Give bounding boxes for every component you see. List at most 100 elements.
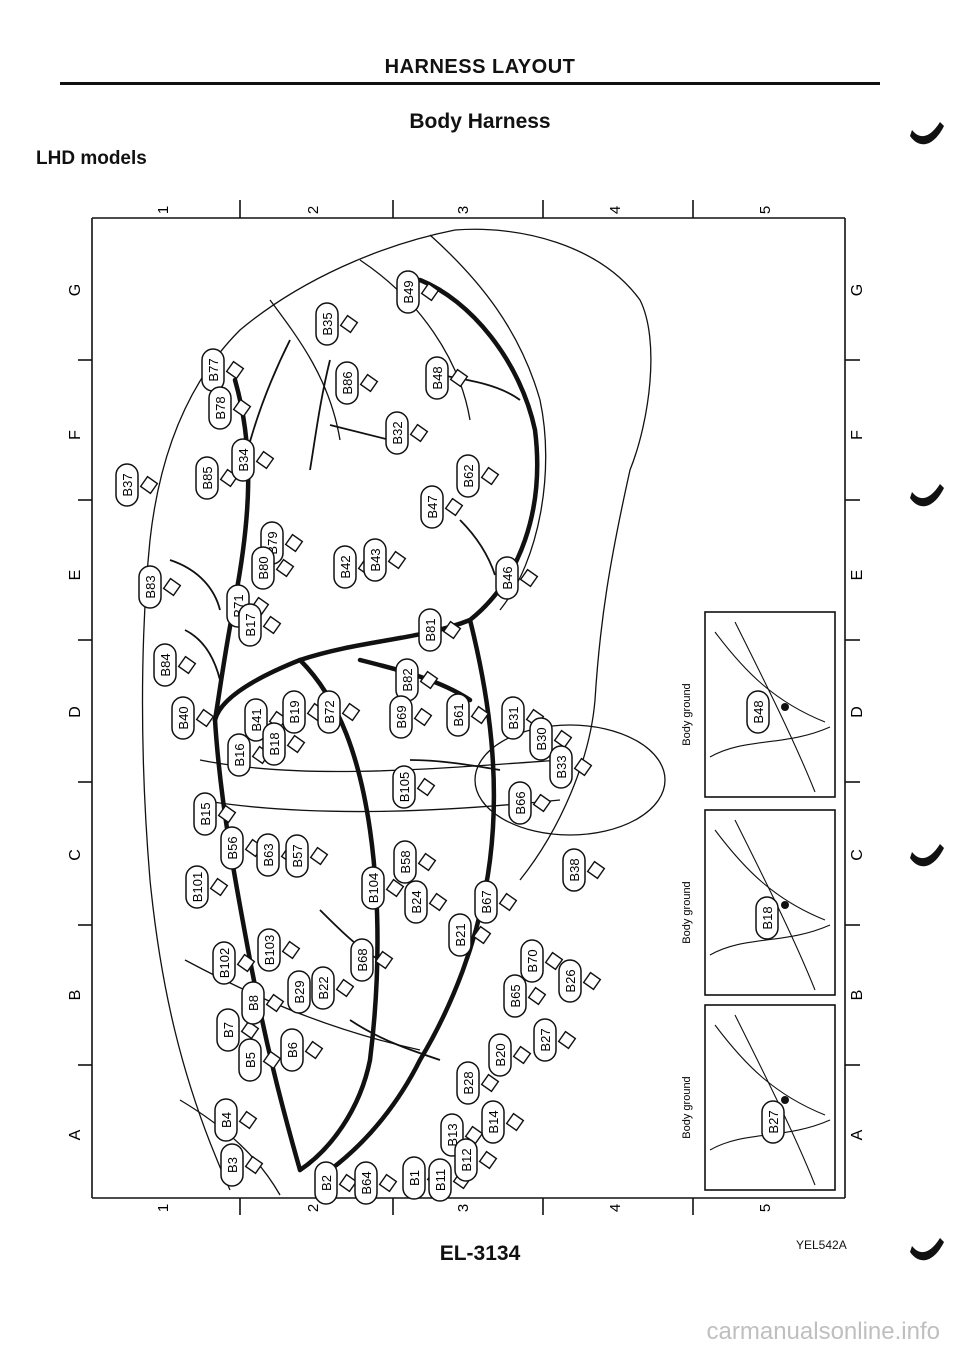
connector-label: B63 [261, 843, 276, 866]
connector-b78: B78 [208, 386, 232, 430]
model-label: LHD models [36, 148, 147, 169]
connector-b16: B16 [227, 733, 251, 777]
connector-label: B62 [461, 464, 476, 487]
inset-caption: Body ground [681, 683, 693, 745]
connector-b21: B21 [448, 913, 472, 957]
connector-label: B77 [206, 358, 221, 381]
grid-frame [78, 200, 860, 1215]
connector-label: B34 [236, 448, 251, 471]
connector-label: B20 [493, 1043, 508, 1066]
page-number: EL-3134 [439, 1242, 521, 1265]
figure-id: YEL542A [796, 1238, 847, 1252]
connector-b22: B22 [311, 966, 335, 1010]
connector-b43: B43 [363, 538, 387, 582]
connector-b31: B31 [501, 696, 525, 740]
connector-label: B83 [143, 575, 158, 598]
inset-b48: B48 Body ground [681, 611, 836, 798]
connector-label: B81 [423, 618, 438, 641]
inset-caption: Body ground [681, 1076, 693, 1138]
connector-b47: B47 [420, 485, 444, 529]
connector-label: B18 [267, 732, 282, 755]
grid-col-label: 1 [155, 206, 172, 214]
inset-connector-label: B48 [751, 700, 766, 723]
grid-col-label: 4 [607, 206, 624, 214]
page-title: HARNESS LAYOUT [384, 56, 576, 78]
connector-label: B85 [200, 466, 215, 489]
connector-b65: B65 [503, 974, 527, 1018]
connector-b5: B5 [238, 1038, 262, 1082]
grid-row-label: E [849, 570, 866, 581]
connector-b42: B42 [333, 545, 357, 589]
grid-row-label: A [849, 1129, 866, 1140]
connector-b24: B24 [404, 880, 428, 924]
connector-label: B28 [461, 1071, 476, 1094]
connector-b80: B80 [251, 546, 275, 590]
connector-b84: B84 [153, 643, 177, 687]
connector-label: B4 [219, 1112, 234, 1128]
inset-connector: B48 [746, 690, 770, 734]
connector-b56: B56 [220, 826, 244, 870]
connector-label: B70 [525, 949, 540, 972]
title-rule [60, 82, 880, 85]
connector-b4: B4 [214, 1098, 238, 1142]
connector-label: B38 [567, 858, 582, 881]
connector-label: B14 [486, 1110, 501, 1133]
connector-label: B31 [506, 706, 521, 729]
connector-label: B13 [445, 1123, 460, 1146]
connector-b48: B48 [425, 356, 449, 400]
connector-label: B86 [340, 371, 355, 394]
connector-b82: B82 [395, 658, 419, 702]
connector-b19: B19 [282, 690, 306, 734]
connector-b61: B61 [446, 693, 470, 737]
inset-caption: Body ground [681, 881, 693, 943]
connector-b81: B81 [418, 608, 442, 652]
connector-label: B67 [479, 890, 494, 913]
connector-b66: B66 [508, 781, 532, 825]
connector-label: B33 [554, 755, 569, 778]
connector-b1: B1 [402, 1156, 426, 1200]
grid-col-label: 3 [455, 206, 472, 214]
connector-b34: B34 [231, 438, 255, 482]
grid-row-label: C [67, 849, 84, 861]
connector-label: B105 [397, 772, 412, 802]
inset-connector-label: B27 [766, 1110, 781, 1133]
grid-col-label: 1 [155, 1204, 172, 1212]
connector-label: B82 [400, 668, 415, 691]
grid-col-label: 2 [305, 206, 322, 214]
grid-col-label: 5 [757, 1204, 774, 1212]
diagram-subtitle: Body Harness [409, 110, 551, 133]
connector-b8: B8 [241, 981, 265, 1025]
connector-label: B7 [221, 1022, 236, 1038]
grid-row-label: D [67, 706, 84, 718]
connector-b32: B32 [385, 411, 409, 455]
connector-label: B35 [320, 312, 335, 335]
connector-label: B78 [213, 396, 228, 419]
connector-b77: B77 [201, 348, 225, 392]
grid-row-label: C [849, 849, 866, 861]
connector-label: B61 [451, 703, 466, 726]
inset-connector-label: B18 [760, 906, 775, 929]
connector-b35: B35 [315, 302, 339, 346]
connector-label: B84 [158, 653, 173, 676]
connector-label: B32 [390, 421, 405, 444]
connector-label: B24 [409, 890, 424, 913]
grid-row-label: F [849, 430, 866, 440]
connector-b49: B49 [396, 270, 420, 314]
harness-branches [169, 339, 521, 1061]
connector-b2: B2 [314, 1161, 338, 1205]
connector-label: B56 [225, 836, 240, 859]
connector-b33: B33 [549, 745, 573, 789]
connector-label: B48 [430, 366, 445, 389]
connector-label: B80 [256, 556, 271, 579]
connector-b30: B30 [529, 717, 553, 761]
grid-row-label: A [67, 1129, 84, 1140]
grid-col-label: 2 [305, 1204, 322, 1212]
grid-row-label: D [849, 706, 866, 718]
connector-label: B1 [407, 1170, 422, 1186]
connector-b3: B3 [220, 1143, 244, 1187]
connector-label: B57 [290, 844, 305, 867]
connector-b27: B27 [533, 1018, 557, 1062]
connector-label: B42 [338, 555, 353, 578]
connector-label: B68 [355, 948, 370, 971]
